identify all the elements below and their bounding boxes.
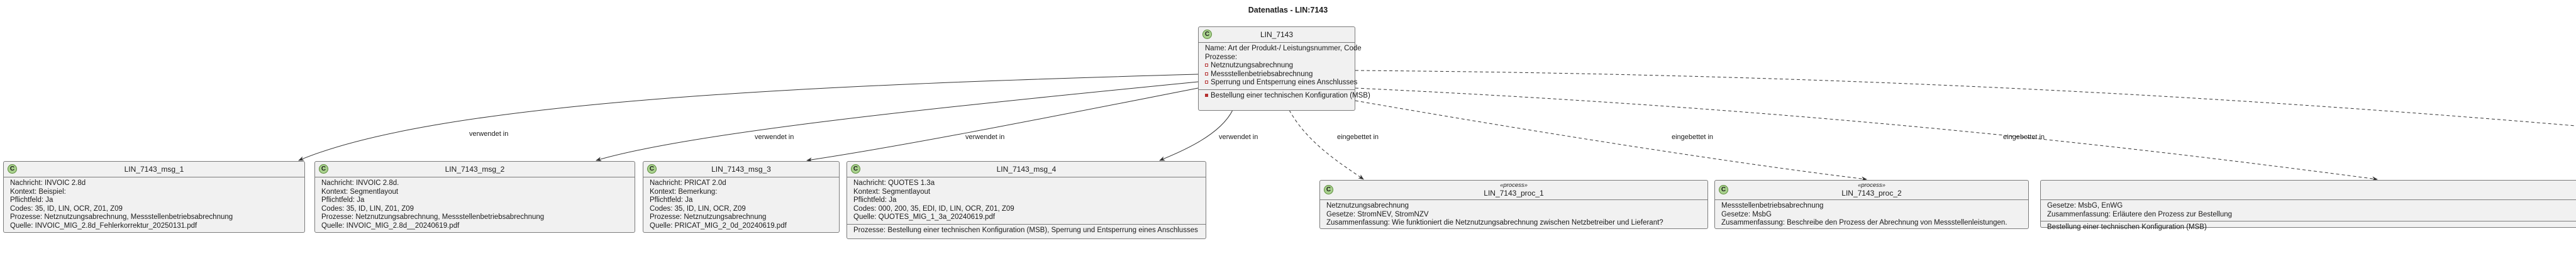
class-stereotype: «process» — [1858, 182, 1885, 189]
class-method: Bestellung einer technischen Konfigurati… — [2047, 223, 2207, 231]
class-method: Prozesse: Bestellung einer technischen K… — [853, 226, 1198, 234]
class-attr: Pflichtfeld: Ja — [650, 196, 693, 204]
class-attr: Zusammenfassung: Wie funktioniert die Ne… — [1326, 219, 1663, 227]
edge-root-proc-1 — [1289, 109, 1364, 180]
class-attr: Prozesse: Netznutzungsabrechnung, Messst… — [321, 213, 545, 221]
class-attr: Quelle: QUOTES_MIG_1_3a_20240619.pdf — [853, 213, 996, 221]
root-process-item: Messstellenbetriebsabrechnung — [1211, 70, 1313, 78]
class-attr: Quelle: INVOIC_MIG_2.8d__20240619.pdf — [321, 221, 460, 230]
root-attr-processes: Prozesse: — [1205, 53, 1238, 61]
class-attr: Kontext: Beispiel: — [10, 187, 66, 196]
class-attr: Pflichtfeld: Ja — [10, 196, 53, 204]
class-attr: Kontext: Bemerkung: — [650, 187, 718, 196]
class-name: LIN_7143_msg_1 — [124, 165, 184, 174]
class-c-icon: C — [1719, 185, 1728, 194]
class-attr: Netznutzungsabrechnung — [1326, 202, 1409, 210]
class-attr: Codes: 35, ID, LIN, OCR, Z09 — [650, 204, 746, 213]
edge-root-msg-4 — [1159, 109, 1233, 161]
class-attr: Codes: 000, 200, 35, EDI, ID, LIN, OCR, … — [853, 204, 1014, 213]
class-attr: Nachricht: INVOIC 2.8d. — [321, 179, 399, 187]
class-attr: Codes: 35, ID, LIN, OCR, Z01, Z09 — [10, 204, 123, 213]
class-attr: Prozesse: Netznutzungsabrechnung — [650, 213, 767, 221]
class-name: LIN_7143_msg_4 — [996, 165, 1057, 174]
class-name: LIN_7143_proc_1 — [1484, 189, 1544, 198]
edge-label-proc-1: eingebettet in — [1337, 133, 1379, 141]
class-attr: Nachricht: PRICAT 2.0d — [650, 179, 726, 187]
class-stereotype: «process» — [1500, 182, 1528, 189]
edge-root-proc-2 — [1355, 100, 1867, 181]
class-name: LIN_7143_proc_2 — [1841, 189, 1902, 198]
class-root[interactable]: C LIN_7143 Name: Art der Produkt-/ Leist… — [1198, 26, 1370, 111]
root-process-item: Netznutzungsabrechnung — [1211, 62, 1294, 69]
class-attr: Zusammenfassung: Erläutere den Prozess z… — [2047, 210, 2233, 218]
class-c-icon: C — [851, 164, 860, 174]
class-msg-4[interactable]: C LIN_7143_msg_4 Nachricht: QUOTES 1.3a … — [847, 161, 1206, 239]
edge-label-msg-3: verwendet in — [965, 133, 1004, 141]
class-attr: Zusammenfassung: Beschreibe den Prozess … — [1721, 219, 2007, 227]
class-attr: Prozesse: Netznutzungsabrechnung, Messst… — [10, 213, 233, 221]
edge-root-msg-3 — [806, 87, 1199, 162]
class-name: LIN_7143 — [1260, 30, 1294, 39]
class-proc-3[interactable]: Gesetze: MsbG, EnWG Zusammenfassung: Erl… — [2040, 180, 2576, 231]
class-attr: Codes: 35, ID, LIN, Z01, Z09 — [321, 204, 414, 213]
private-field-icon — [1205, 72, 1208, 76]
class-c-icon: C — [8, 164, 17, 174]
class-c-icon: C — [647, 164, 657, 174]
edge-label-msg-4: verwendet in — [1219, 133, 1258, 141]
class-proc-2[interactable]: C «process» LIN_7143_proc_2 Messstellenb… — [1714, 180, 2029, 229]
root-method: Bestellung einer technischen Konfigurati… — [1211, 91, 1370, 99]
class-c-icon: C — [319, 164, 328, 174]
class-attr: Pflichtfeld: Ja — [853, 196, 897, 204]
private-field-icon — [1205, 64, 1208, 67]
edge-label-proc-2: eingebettet in — [1672, 133, 1713, 141]
class-msg-3[interactable]: C LIN_7143_msg_3 Nachricht: PRICAT 2.0d … — [643, 161, 840, 233]
class-attr: Gesetze: MsbG, EnWG — [2047, 202, 2123, 210]
diagram-title: Datenatlas - LIN:7143 — [1248, 6, 1328, 14]
class-attr: Quelle: PRICAT_MIG_2_0d_20240619.pdf — [650, 221, 787, 230]
class-msg-2[interactable]: C LIN_7143_msg_2 Nachricht: INVOIC 2.8d.… — [314, 161, 635, 233]
root-attr-name: Name: Art der Produkt-/ Leistungsnummer,… — [1205, 45, 1362, 52]
class-c-icon: C — [1202, 30, 1212, 39]
root-process-item: Sperrung und Entsperrung eines Anschluss… — [1211, 79, 1358, 86]
class-msg-1[interactable]: C LIN_7143_msg_1 Nachricht: INVOIC 2.8d … — [3, 161, 305, 233]
class-root-header: C LIN_7143 — [1199, 27, 1355, 43]
edge-root-offscreen — [1355, 70, 2576, 126]
class-attr: Nachricht: INVOIC 2.8d — [10, 179, 86, 187]
edge-root-msg-2 — [596, 81, 1199, 162]
edge-root-proc-3 — [1355, 87, 2378, 181]
edge-label-proc-3: eingebettet in — [2003, 133, 2045, 141]
edge-label-msg-1: verwendet in — [469, 130, 508, 138]
class-attr: Messstellenbetriebsabrechnung — [1721, 202, 1824, 210]
class-attr: Gesetze: MsbG — [1721, 210, 1772, 218]
edge-root-msg-1 — [298, 74, 1199, 161]
private-method-icon — [1205, 93, 1208, 97]
class-name: LIN_7143_msg_3 — [711, 165, 771, 174]
class-attr: Nachricht: QUOTES 1.3a — [853, 179, 935, 187]
class-proc-1[interactable]: C «process» LIN_7143_proc_1 Netznutzungs… — [1319, 180, 1708, 229]
class-attr: Kontext: Segmentlayout — [853, 187, 931, 196]
class-attr: Gesetze: StromNEV, StromNZV — [1326, 210, 1429, 218]
class-attr: Kontext: Segmentlayout — [321, 187, 399, 196]
private-field-icon — [1205, 81, 1208, 84]
class-attr: Quelle: INVOIC_MIG_2.8d_Fehlerkorrektur_… — [10, 221, 197, 230]
edge-label-msg-2: verwendet in — [755, 133, 794, 141]
class-c-icon: C — [1324, 185, 1333, 194]
class-name: LIN_7143_msg_2 — [445, 165, 505, 174]
class-attr: Pflichtfeld: Ja — [321, 196, 365, 204]
